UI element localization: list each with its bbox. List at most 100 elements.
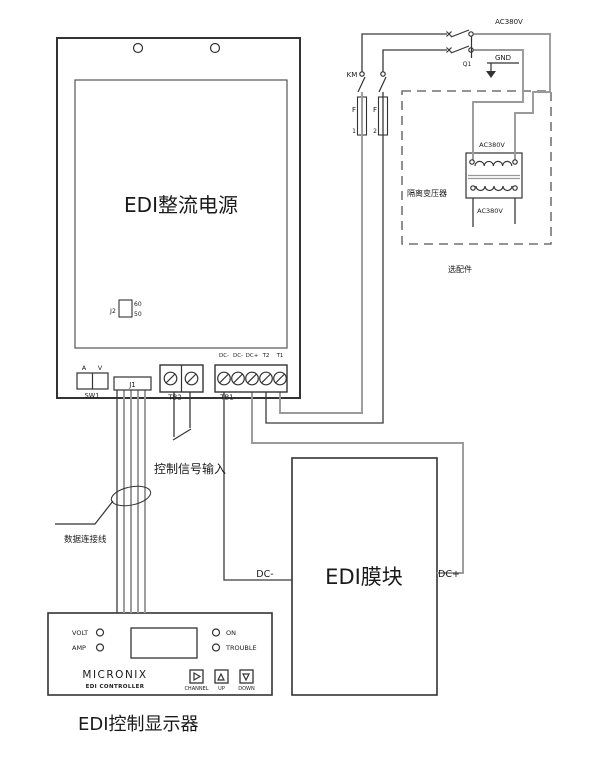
tb1-terminal-label: DC-: [219, 353, 229, 359]
edi-controller-box: VOLT AMP ON TROUBLE MICRONIX EDI CONTROL…: [47, 612, 273, 696]
primary-winding-icon: [474, 160, 513, 167]
tb1-terminal-label: DC+: [246, 353, 259, 359]
secondary-winding-icon: [475, 185, 513, 192]
amp-led-icon: [95, 643, 105, 652]
wire-q1-to-transformer-l: [472, 49, 524, 160]
edi-module-box: EDI膜块: [291, 457, 438, 696]
screw-slot-icon: [275, 373, 285, 384]
up-button: [214, 669, 229, 684]
tb1-block: DC- DC- DC+ T2 T1 TB1: [214, 353, 288, 402]
controller-display: [130, 627, 198, 659]
km-contactor: KM: [347, 71, 387, 93]
tb1-terminal-label: T1: [276, 353, 284, 359]
transformer-secondary-voltage: AC380V: [477, 207, 503, 215]
tb1-body: [214, 364, 288, 393]
wire-km1-to-q1: [361, 33, 447, 72]
optional-part-box: 选配件 AC380V AC380V 隔离变压器: [401, 90, 552, 274]
dc-minus-label: DC-: [256, 569, 273, 580]
data-cable-note: 数据连接线: [64, 534, 107, 545]
mounting-hole-icon: [209, 42, 221, 54]
screw-terminal-icon: [217, 371, 231, 386]
screw-slot-icon: [233, 373, 243, 384]
fuse1-number: 1: [352, 128, 356, 135]
j2-label: J2: [109, 307, 116, 315]
dc-plus-label: DC+: [438, 569, 460, 580]
fuse2-label: F: [373, 106, 377, 114]
screw-terminal-icon: [184, 371, 199, 386]
wire-km2-to-q1: [382, 49, 447, 72]
volt-led-icon: [95, 628, 105, 637]
j1-block: J1: [113, 376, 152, 391]
model-label: EDI CONTROLLER: [86, 684, 145, 690]
channel-label: CHANNEL: [184, 686, 208, 692]
wire-dc-minus: [223, 392, 292, 581]
volt-label: VOLT: [72, 629, 88, 637]
transformer-label: 隔离变压器: [407, 188, 447, 198]
screw-terminal-icon: [163, 371, 178, 386]
wire-data-cable-gray: [123, 390, 146, 613]
down-button: [239, 669, 254, 684]
module-outline: [291, 457, 438, 696]
wires-gray: [123, 33, 551, 613]
sw1-v-label: V: [98, 364, 103, 372]
trouble-led-icon: [211, 643, 221, 652]
km-contact-icon: [359, 71, 365, 77]
trouble-label: TROUBLE: [225, 644, 257, 652]
wire-f2-to-t2: [265, 92, 384, 424]
wire-control-signal: [172, 392, 192, 441]
q1-cross-icon: [446, 47, 452, 53]
sw1-block: A V SW1: [76, 364, 109, 400]
wires-black: [116, 33, 516, 613]
screw-terminal-icon: [245, 371, 259, 386]
screw-terminal-icon: [259, 371, 273, 386]
optional-caption: 选配件: [448, 264, 472, 274]
brand-label: MICRONIX: [82, 669, 147, 681]
gnd-line: [487, 62, 519, 71]
sw1-label: SW1: [85, 392, 100, 400]
tb1-label: TB1: [219, 394, 234, 402]
down-arrow-icon: [242, 673, 250, 682]
q1-breaker: Q1: [446, 29, 474, 68]
callout-leader-line: [55, 500, 114, 525]
transformer-windings: [468, 159, 520, 192]
sw1-a-label: A: [82, 364, 87, 372]
amp-label: AMP: [72, 644, 86, 652]
up-label: UP: [218, 686, 225, 692]
rectifier-inner-panel: [74, 79, 288, 349]
km-label: KM: [347, 71, 358, 79]
transformer-core: [468, 174, 520, 180]
data-cable-callout: 数据连接线: [55, 485, 152, 545]
winding-terminal-icon: [470, 185, 476, 191]
module-title: EDI膜块: [325, 565, 403, 589]
tb1-terminal-label: DC-: [233, 353, 243, 359]
km-blade-icon: [378, 76, 387, 93]
dashed-outline: [401, 90, 552, 245]
q1-blade-icon: [450, 29, 470, 38]
channel-right-arrow-icon: [193, 671, 202, 682]
fuse1-label: F: [352, 106, 356, 114]
j2-50-label: 50: [134, 311, 142, 318]
screw-terminal-icon: [231, 371, 245, 386]
q1-cross-icon: [446, 31, 452, 37]
wire-transformer-secondary-stubs: [472, 198, 516, 227]
screw-slot-icon: [186, 373, 197, 384]
tb1-terminal-label: T2: [262, 353, 270, 359]
q1-label: Q1: [463, 61, 472, 68]
on-label: ON: [226, 629, 236, 637]
edi-rectifier-box: EDI整流电源 J2 60 50: [56, 37, 301, 399]
controller-caption: EDI控制显示器: [78, 714, 199, 735]
mounting-hole-icon: [132, 42, 144, 54]
tb2-block: TB2: [159, 364, 204, 402]
cable-loop-icon: [110, 485, 152, 507]
channel-button: [189, 669, 204, 684]
ac-input-label: AC380V: [495, 18, 523, 26]
ground-symbol: GND: [486, 54, 519, 78]
j1-body: [113, 376, 152, 391]
q1-terminal-icon: [468, 31, 474, 37]
wire-dc-plus: [251, 392, 464, 574]
up-arrow-icon: [217, 672, 225, 681]
on-led-icon: [211, 628, 221, 637]
q1-blade-icon: [450, 45, 470, 54]
